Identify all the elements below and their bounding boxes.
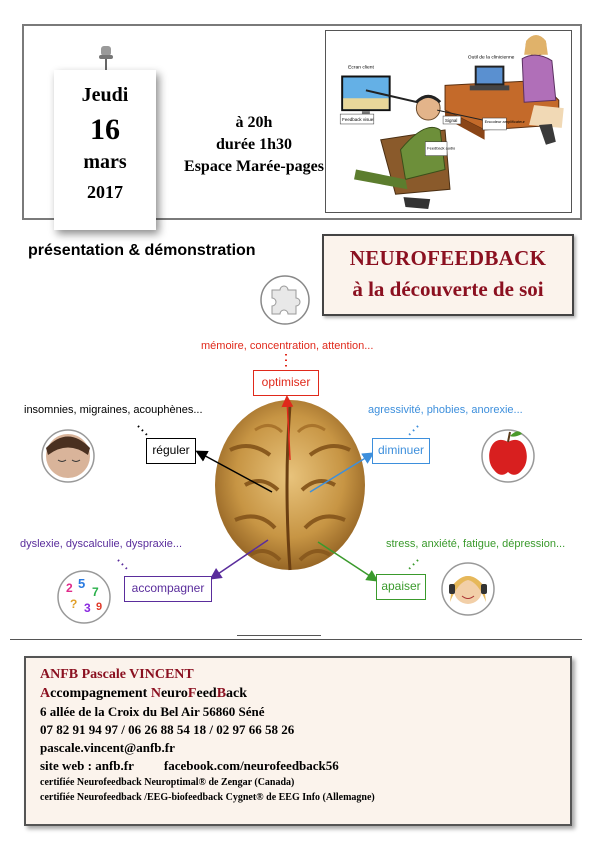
contact-box: ANFB Pascale VINCENT Accompagnement Neur… — [24, 656, 572, 826]
title-line-1: NEUROFEEDBACK — [349, 246, 547, 270]
colorful-numbers-icon: 2 5 7 ? 3 9 — [57, 570, 111, 624]
divider-main — [10, 639, 582, 640]
svg-text:9: 9 — [96, 601, 102, 613]
svg-text:7: 7 — [92, 585, 99, 599]
encoder-label: Encodeur amplificateur — [485, 119, 526, 124]
org-part: A — [40, 686, 51, 701]
accompagner-box: accompagner — [124, 576, 212, 602]
apaiser-caption: stress, anxiété, fatigue, dépression... — [386, 538, 566, 550]
svg-text:?: ? — [70, 597, 77, 611]
optimiser-box: optimiser — [253, 370, 319, 396]
event-month: mars — [83, 151, 127, 173]
event-duration: durée 1h30 — [216, 136, 292, 153]
diminuer-caption: agressivité, phobies, anorexie... — [368, 404, 523, 416]
org-part: eed — [196, 686, 217, 701]
puzzle-icon — [260, 275, 310, 325]
reguler-box: réguler — [146, 438, 196, 464]
optimiser-caption: mémoire, concentration, attention... — [201, 340, 374, 352]
svg-text:3: 3 — [84, 601, 91, 615]
diminuer-box: diminuer — [372, 438, 430, 464]
girl-headphones-icon — [441, 562, 495, 616]
contact-org: Accompagnement NeuroFeedBack — [40, 684, 570, 703]
org-part: ack — [226, 686, 248, 701]
signal-label: Signal — [445, 118, 457, 123]
contact-facebook[interactable]: facebook.com/neurofeedback56 — [163, 758, 339, 773]
event-day: 16 — [90, 113, 120, 146]
presentation-subtitle: présentation & démonstration — [28, 242, 256, 259]
contact-phones: 07 82 91 94 97 / 06 26 88 54 18 / 02 97 … — [40, 722, 295, 737]
svg-text:5: 5 — [78, 576, 85, 591]
title-box: NEUROFEEDBACK à la découverte de soi — [322, 234, 574, 316]
client-screen-label: Ecran client — [348, 65, 374, 71]
apaiser-box: apaiser — [376, 574, 426, 600]
audio-feedback-label: Feedback audio — [427, 146, 456, 151]
date-note: Jeudi 16 mars 2017 — [54, 70, 156, 230]
org-part: euro — [160, 686, 188, 701]
org-part: F — [187, 686, 197, 701]
benefits-diagram: 2 5 7 ? 3 9 mémoire, concentration, atte… — [0, 270, 596, 630]
contact-address: 6 allée de la Croix du Bel Air 56860 Sén… — [40, 704, 265, 719]
svg-text:2: 2 — [66, 581, 73, 595]
apple-icon — [481, 429, 535, 483]
event-place: Espace Marée-pages — [184, 158, 324, 175]
session-illustration: Outil de la clinicienne Ecran client Fee… — [325, 30, 572, 213]
event-weekday: Jeudi — [81, 84, 129, 106]
contact-website[interactable]: site web : anfb.fr — [40, 758, 134, 773]
accompagner-caption: dyslexie, dyscalculie, dyspraxie... — [20, 538, 183, 550]
org-part: B — [216, 686, 227, 701]
event-time: à 20h — [235, 114, 273, 131]
sleeping-child-icon — [41, 429, 95, 483]
event-header-frame: Jeudi 16 mars 2017 à 20h durée 1h30 Espa… — [22, 24, 582, 230]
practitioner-tools-label: Outil de la clinicienne — [468, 55, 515, 61]
contact-web-row: site web : anfb.fr facebook.com/neurofeed… — [40, 757, 570, 775]
contact-email[interactable]: pascale.vincent@anfb.fr — [40, 740, 175, 755]
title-line-2: à la découverte de soi — [352, 277, 544, 301]
org-part: ccompagnement — [50, 686, 151, 701]
reguler-caption: insomnies, migraines, acouphènes... — [24, 404, 203, 416]
divider-short — [237, 635, 321, 636]
certification-2: certifiée Neurofeedback /EEG-biofeedback… — [40, 792, 375, 803]
visual-feedback-label: Feedback visuel — [342, 117, 374, 122]
walnut-brain-image — [215, 400, 365, 571]
org-part: N — [150, 686, 161, 701]
certification-1: certifiée Neurofeedback Neuroptimal® de … — [40, 777, 295, 788]
event-info: à 20h durée 1h30 Espace Marée-pages — [164, 112, 344, 178]
contact-name: ANFB Pascale VINCENT — [40, 667, 194, 682]
event-year: 2017 — [87, 182, 123, 202]
diagram-graphics: 2 5 7 ? 3 9 — [41, 275, 535, 624]
